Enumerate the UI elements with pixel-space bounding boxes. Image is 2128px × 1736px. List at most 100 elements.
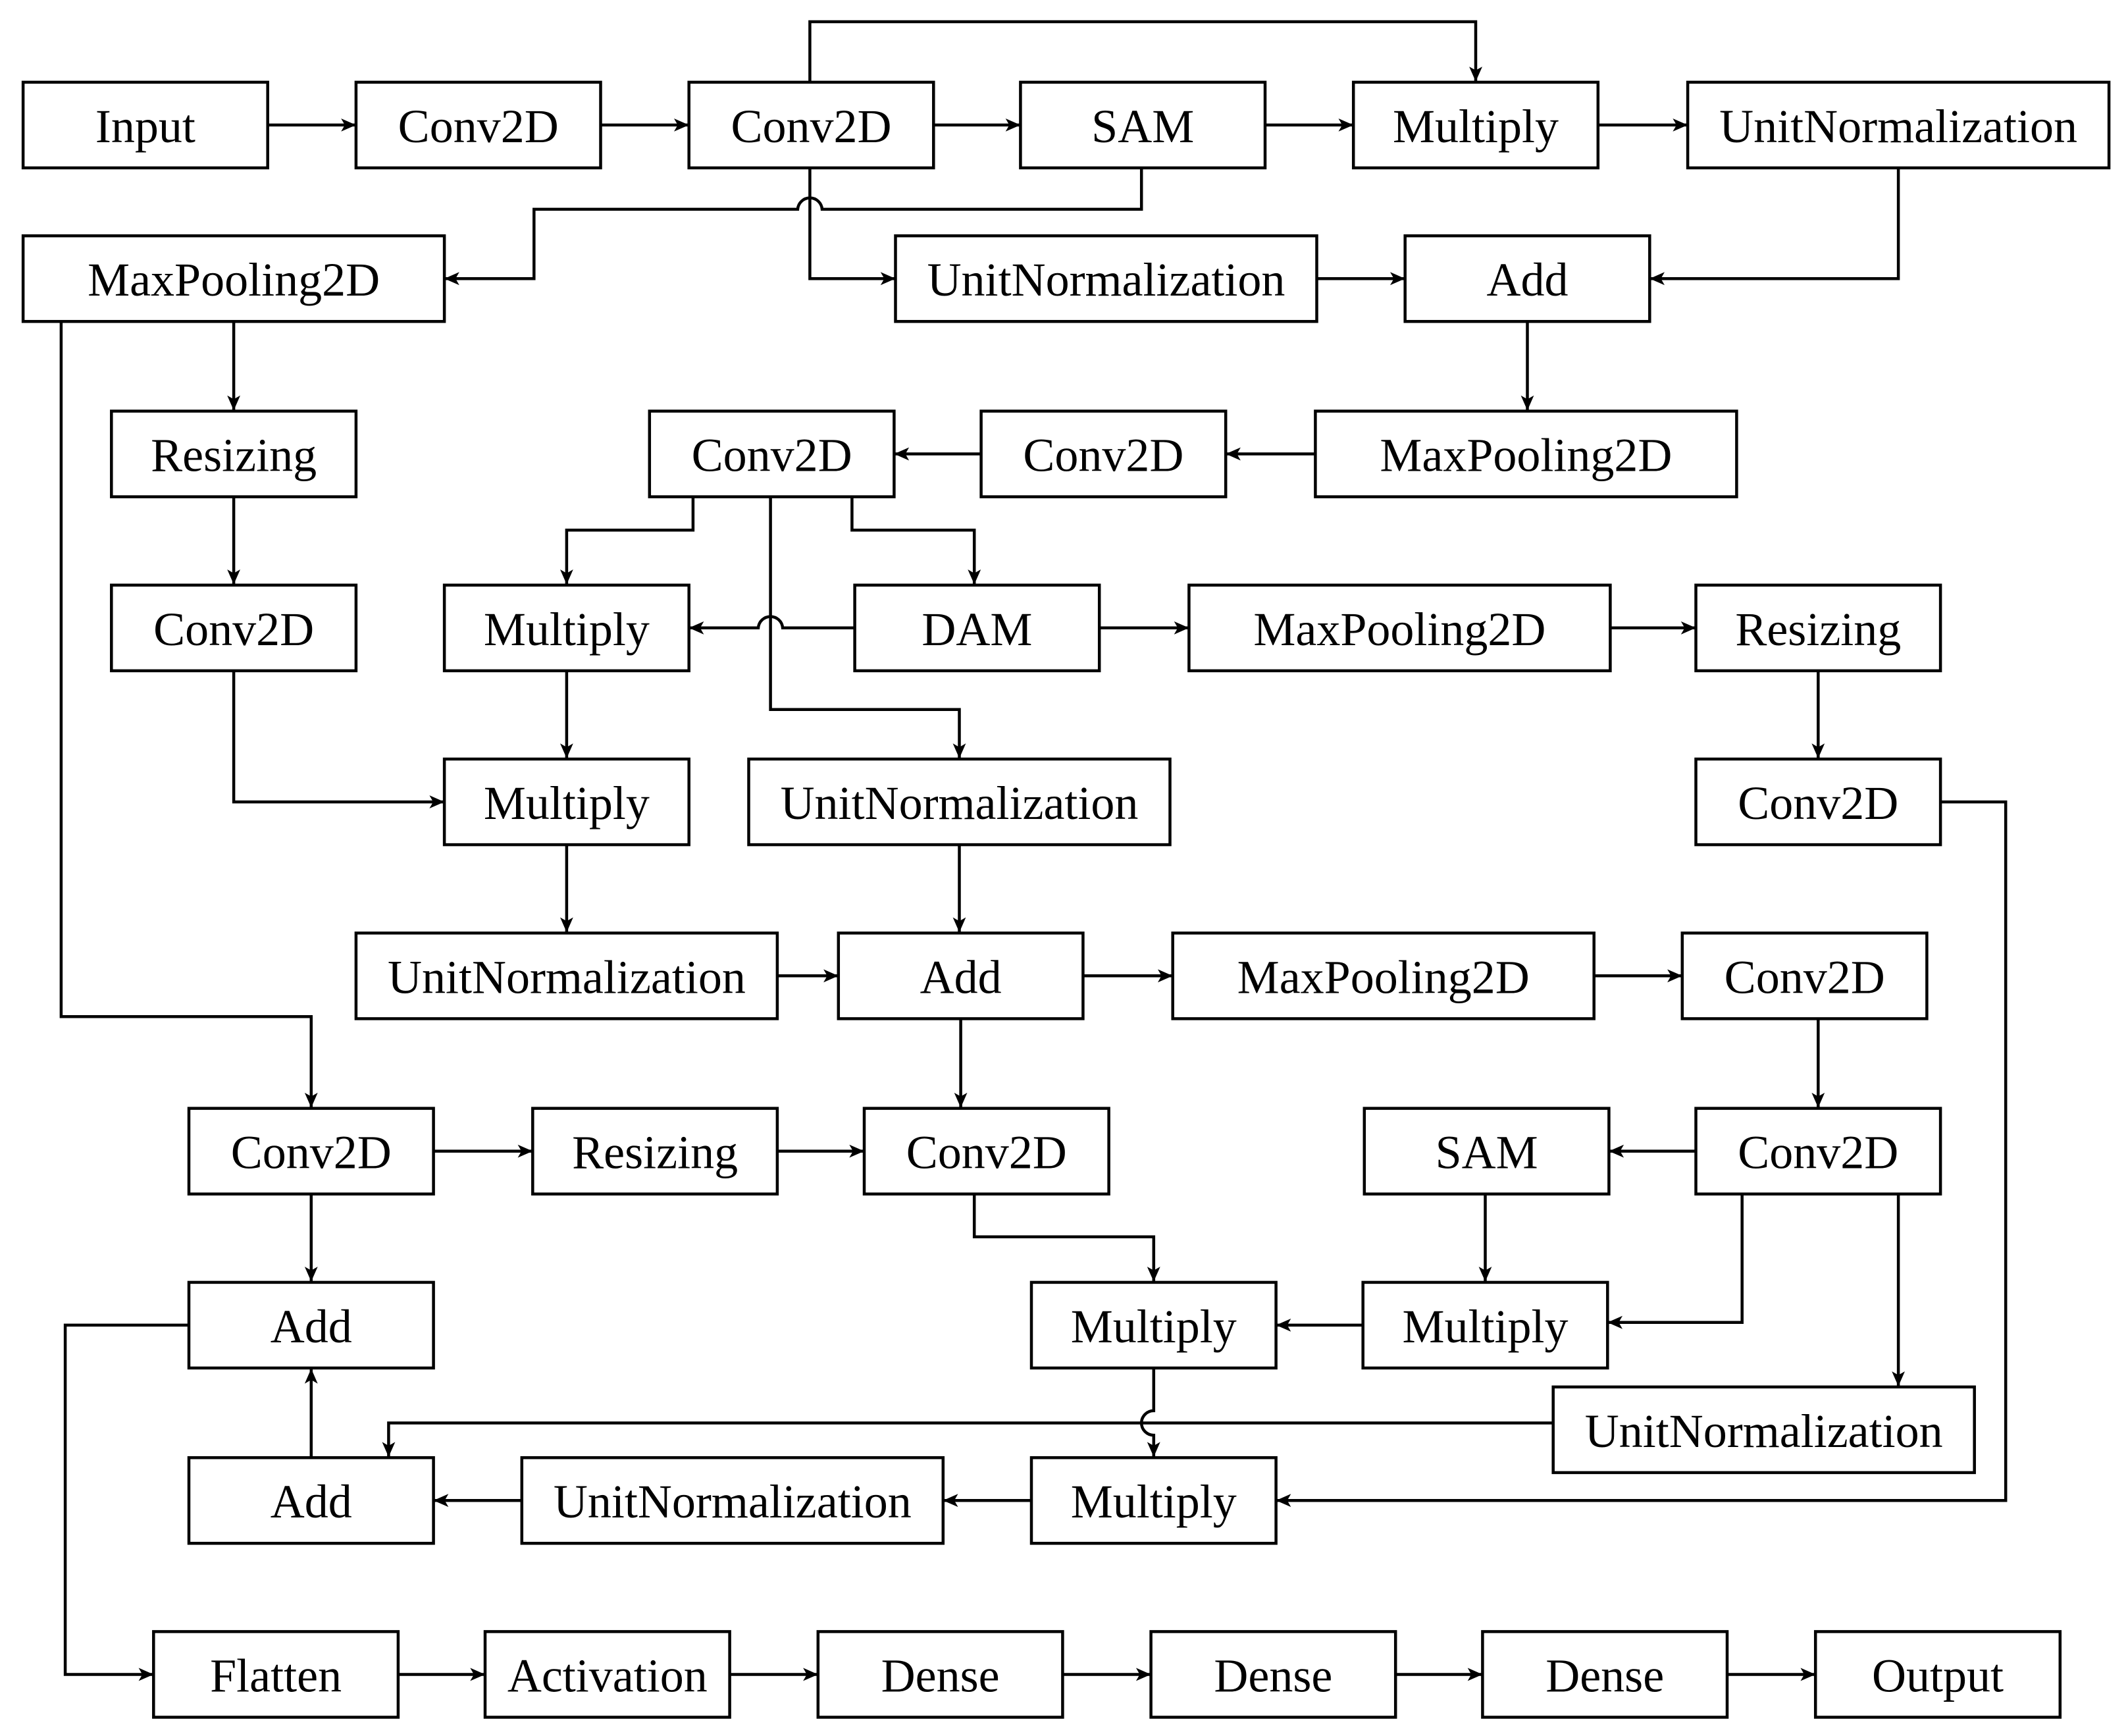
node-box [354, 80, 602, 170]
node-box [442, 583, 690, 673]
arrowhead-icon [954, 1092, 968, 1108]
edge-unitnorm-f-to-add-f1 [433, 1494, 522, 1508]
node-conv2d-c1: Conv2D [648, 409, 896, 498]
node-box [894, 234, 1318, 323]
node-label: Multiply [484, 777, 650, 829]
edge-unitnorm-a1-to-add-a [1649, 169, 1900, 286]
node-conv2d-d2: Conv2D [1694, 1107, 1942, 1196]
edge-activation-to-dense-1 [729, 1668, 818, 1681]
edge-resizing-b1-to-conv2d-b1 [227, 497, 240, 585]
arrowhead-icon [1147, 1442, 1160, 1458]
node-label: Conv2D [1738, 777, 1898, 829]
edge-maxpool-a-to-conv2d-c2 [1226, 447, 1316, 461]
node-maxpool-c: MaxPooling2D [1187, 583, 1612, 673]
arrowhead-icon [1338, 118, 1354, 132]
arrowhead-icon [560, 569, 573, 585]
arrowhead-icon [1390, 272, 1405, 286]
node-label: Conv2D [906, 1126, 1067, 1179]
edge-line [1276, 800, 2008, 1502]
edge-multiply-e-to-multiply-f [1140, 1368, 1160, 1458]
node-activation: Activation [483, 1630, 731, 1719]
arrowhead-icon [1147, 1267, 1160, 1282]
node-unitnorm-d: UnitNormalization [1551, 1385, 1976, 1475]
node-label: MaxPooling2D [1253, 603, 1545, 656]
edge-line [387, 1421, 1553, 1458]
node-box [853, 583, 1101, 673]
arrowhead-icon [674, 118, 689, 132]
node-multiply-f: Multiply [1029, 1456, 1278, 1545]
node-conv2d-c2: Conv2D [979, 409, 1228, 498]
node-box [1187, 583, 1612, 673]
edge-conv2d-a2-to-unitnorm-a2 [808, 169, 896, 286]
edge-conv2d-b2-to-resizing-b2 [433, 1144, 533, 1158]
arrowhead-icon [304, 1092, 318, 1108]
node-dense-2: Dense [1149, 1630, 1397, 1719]
node-label: Add [271, 1475, 352, 1528]
node-resizing-b2: Resizing [531, 1107, 779, 1196]
node-label: Dense [1214, 1650, 1332, 1702]
node-label: Conv2D [692, 429, 852, 482]
edge-conv2d-e-to-multiply-e [972, 1194, 1160, 1282]
arrowhead-icon [304, 1368, 318, 1384]
node-unitnorm-a1: UnitNormalization [1686, 80, 2111, 170]
edge-add-c-to-conv2d-e [954, 1019, 968, 1108]
edge-add-f1-to-add-f2 [304, 1368, 318, 1458]
edge-add-c-to-maxpool-d [1083, 969, 1173, 983]
arrowhead-icon [823, 969, 839, 983]
edge-conv2d-c2-to-conv2d-c1 [894, 447, 981, 461]
arrowhead-icon [1174, 621, 1189, 635]
edge-maxpool-c-to-resizing-c [1610, 621, 1696, 635]
arrowhead-icon [517, 1144, 533, 1158]
edge-conv2d-d2-to-unitnorm-d [1892, 1194, 1905, 1386]
edge-unitnorm-a2-to-add-a [1316, 272, 1405, 286]
node-label: Multiply [1402, 1300, 1568, 1353]
node-multiply-c2: Multiply [442, 757, 690, 847]
node-label: UnitNormalization [1719, 100, 2077, 153]
node-label: Conv2D [1023, 429, 1183, 482]
edge-maxpool-b1-to-resizing-b1 [227, 322, 240, 411]
node-box [354, 932, 779, 1020]
edge-multiply-c2-to-unitnorm-c1 [560, 845, 573, 933]
node-dam: DAM [853, 583, 1101, 673]
node-box [1813, 1630, 2062, 1719]
arrowhead-icon [1811, 743, 1825, 758]
arrowhead-icon [341, 118, 356, 132]
node-unitnorm-c1: UnitNormalization [354, 932, 779, 1020]
edge-unitnorm-d-to-add-f1 [382, 1421, 1553, 1458]
node-conv2d-a2: Conv2D [687, 80, 935, 170]
node-maxpool-b1: MaxPooling2D [21, 234, 446, 323]
arrowhead-icon [227, 395, 240, 411]
arrowhead-icon [1800, 1668, 1816, 1681]
arrowhead-icon [894, 447, 910, 461]
node-label: Dense [881, 1650, 1000, 1702]
node-label: SAM [1436, 1126, 1538, 1179]
edge-maxpool-b1-to-conv2d-b2 [59, 322, 318, 1108]
edge-dense-3-to-output [1727, 1668, 1816, 1681]
node-label: Input [95, 100, 195, 153]
node-box [862, 1107, 1110, 1196]
arrowhead-icon [1478, 1267, 1492, 1282]
edge-line [59, 322, 313, 1108]
edge-flatten-to-activation [398, 1668, 485, 1681]
edge-conv2d-d1-to-conv2d-d2 [1811, 1019, 1825, 1108]
arrowhead-icon [304, 1267, 318, 1282]
node-sam-d: SAM [1362, 1107, 1611, 1196]
node-output: Output [1813, 1630, 2062, 1719]
edge-resizing-b2-to-conv2d-e [777, 1144, 864, 1158]
node-label: Conv2D [731, 100, 891, 153]
arrowhead-icon [1276, 1319, 1291, 1332]
edge-multiply-f-to-unitnorm-f [943, 1494, 1031, 1508]
node-label: MaxPooling2D [88, 253, 380, 306]
node-box [648, 409, 896, 498]
edge-conv2d-c1-to-unitnorm-c2 [769, 497, 966, 758]
arrowhead-icon [1811, 1092, 1825, 1108]
arrowhead-icon [1680, 621, 1696, 635]
arrowhead-icon [1607, 1315, 1622, 1329]
arrowhead-icon [470, 1668, 485, 1681]
node-label: Conv2D [231, 1126, 392, 1179]
edge-conv2d-a1-to-conv2d-a2 [600, 118, 689, 132]
edge-dense-1-to-dense-2 [1062, 1668, 1151, 1681]
edge-dense-2-to-dense-3 [1395, 1668, 1483, 1681]
node-box [1351, 80, 1600, 170]
